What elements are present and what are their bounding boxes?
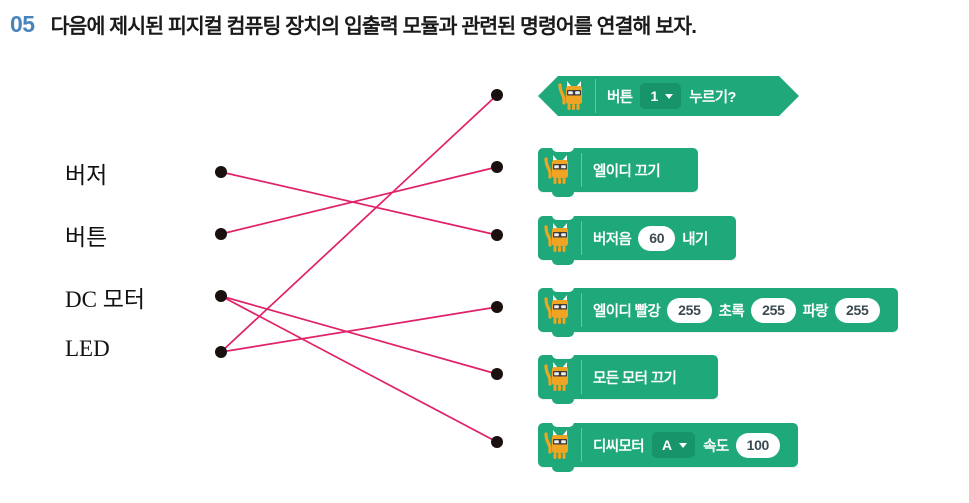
command-block-led-rgb[interactable]: 엘이디 빨강 255 초록 255 파랑 255 <box>538 287 898 337</box>
connector-line-4[interactable] <box>220 295 498 443</box>
cat-icon <box>544 153 574 187</box>
left-connector-dot-4[interactable] <box>215 346 227 358</box>
dropdown-value: 1 <box>650 88 659 104</box>
block-body-all-motors-off[interactable]: 모든 모터 끄기 <box>538 354 718 404</box>
block-label-led-rgb-3: 파랑 <box>802 303 829 320</box>
left-connector-dot-1[interactable] <box>215 166 227 178</box>
number-input-dc-motor-speed-1[interactable]: 100 <box>735 432 781 458</box>
connector-line-5[interactable] <box>220 94 498 353</box>
device-label-1: 버저 <box>65 163 108 188</box>
block-label-buzzer-tone-2: 내기 <box>682 231 708 248</box>
command-block-led-off[interactable]: 엘이디 끄기 <box>538 147 698 197</box>
command-block-button-pressed[interactable]: 버튼 1 누르기? <box>538 76 799 116</box>
block-label-button-pressed-2: 누르기? <box>689 89 736 106</box>
connector-line-2[interactable] <box>220 166 498 235</box>
question-number: 05 <box>10 10 35 37</box>
question-header: 05 다음에 제시된 피지컬 컴퓨팅 장치의 입출력 모듈과 관련된 명령어를 … <box>0 0 969 48</box>
cat-icon <box>558 79 588 113</box>
right-connector-dot-4[interactable] <box>491 301 503 313</box>
connector-line-3[interactable] <box>220 295 498 375</box>
block-label-led-off-1: 엘이디 끄기 <box>593 163 661 180</box>
block-divider <box>581 153 582 187</box>
device-label-4: LED <box>65 336 110 361</box>
chevron-down-icon <box>679 442 688 448</box>
block-divider <box>581 428 582 462</box>
command-block-buzzer-tone[interactable]: 버저음 60 내기 <box>538 215 736 265</box>
block-label-buzzer-tone-1: 버저음 <box>593 231 632 248</box>
dropdown-value: A <box>661 437 673 453</box>
block-divider <box>581 293 582 327</box>
block-label-all-motors-off-1: 모든 모터 끄기 <box>593 370 677 387</box>
number-input-led-rgb-2[interactable]: 255 <box>751 297 796 323</box>
right-connector-dot-2[interactable] <box>491 161 503 173</box>
connector-line-1[interactable] <box>220 171 498 236</box>
block-body-button-pressed[interactable]: 버튼 1 누르기? <box>538 76 799 116</box>
cat-icon <box>544 293 574 327</box>
right-connector-dot-5[interactable] <box>491 368 503 380</box>
cat-icon <box>544 428 574 462</box>
block-label-led-rgb-2: 초록 <box>718 303 745 320</box>
command-block-all-motors-off[interactable]: 모든 모터 끄기 <box>538 354 718 404</box>
block-label-dc-motor-speed-1: 디씨모터 <box>593 438 645 455</box>
block-divider <box>595 79 596 113</box>
question-text: 다음에 제시된 피지컬 컴퓨팅 장치의 입출력 모듈과 관련된 명령어를 연결해… <box>50 15 697 38</box>
block-divider <box>581 360 582 394</box>
block-body-led-off[interactable]: 엘이디 끄기 <box>538 147 698 197</box>
block-label-button-pressed-1: 버튼 <box>607 89 633 106</box>
command-block-dc-motor-speed[interactable]: 디씨모터 A 속도 100 <box>538 422 798 472</box>
chevron-down-icon <box>665 94 673 99</box>
cat-icon <box>544 360 574 394</box>
number-input-led-rgb-3[interactable]: 255 <box>835 297 880 323</box>
device-label-2: 버튼 <box>65 225 108 250</box>
device-label-3: DC 모터 <box>65 287 146 312</box>
cat-icon <box>544 221 574 255</box>
number-input-led-rgb-1[interactable]: 255 <box>667 297 712 323</box>
number-input-buzzer-tone-1[interactable]: 60 <box>638 225 676 251</box>
right-connector-dot-6[interactable] <box>491 436 503 448</box>
connector-line-6[interactable] <box>220 306 498 353</box>
block-label-dc-motor-speed-2: 속도 <box>703 438 729 455</box>
block-body-led-rgb[interactable]: 엘이디 빨강 255 초록 255 파랑 255 <box>538 287 898 337</box>
block-body-dc-motor-speed[interactable]: 디씨모터 A 속도 100 <box>538 422 798 472</box>
left-connector-dot-3[interactable] <box>215 290 227 302</box>
left-connector-dot-2[interactable] <box>215 228 227 240</box>
block-label-led-rgb-1: 엘이디 빨강 <box>593 303 661 320</box>
dropdown-button-pressed-1[interactable]: 1 <box>640 83 681 109</box>
right-connector-dot-1[interactable] <box>491 89 503 101</box>
dropdown-dc-motor-speed-1[interactable]: A <box>651 432 696 458</box>
block-body-buzzer-tone[interactable]: 버저음 60 내기 <box>538 215 736 265</box>
right-connector-dot-3[interactable] <box>491 229 503 241</box>
block-divider <box>581 221 582 255</box>
